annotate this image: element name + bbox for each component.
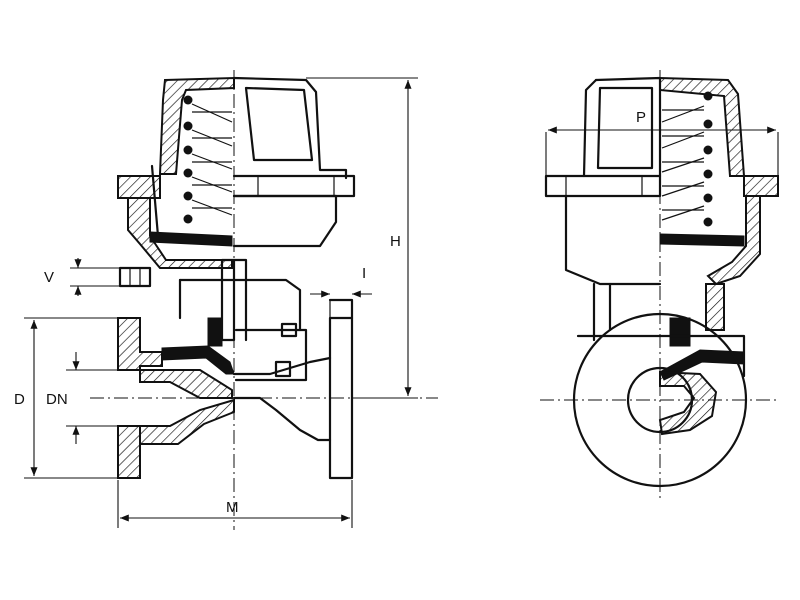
compressor-right	[234, 328, 308, 382]
dim-label-h: H	[390, 233, 401, 250]
body-upper-wall	[139, 369, 233, 399]
dim-label-d: D	[14, 391, 25, 408]
side-neck-section	[705, 283, 725, 331]
side-body-section	[658, 370, 718, 436]
compressor-block	[207, 317, 223, 347]
body-lower-wall	[139, 398, 235, 445]
bonnet-cover-outline	[232, 76, 348, 180]
diaphragm	[149, 231, 233, 247]
spindle	[220, 258, 236, 342]
inlet-flange-top	[117, 317, 163, 371]
outlet-flange	[328, 316, 354, 480]
side-bonnet-flange-right	[743, 175, 779, 197]
side-compressor-block	[669, 317, 691, 347]
tie-rod	[150, 164, 160, 238]
spring-plate-housing	[244, 86, 314, 162]
dim-label-i: I	[362, 265, 366, 282]
diaphragm-housing-outline	[232, 194, 338, 248]
side-section-view: P	[540, 70, 780, 500]
bonnet-flange-right	[232, 174, 356, 198]
vent-plug	[118, 266, 152, 288]
body-outlet-lower	[232, 396, 332, 442]
dim-label-p: P	[636, 109, 646, 126]
side-body-flange-circle	[572, 312, 748, 488]
side-bonnet-flange-left	[544, 174, 662, 198]
inlet-flange-bottom	[117, 425, 141, 479]
front-section-view: V D DN M I H	[14, 70, 438, 530]
neck-body	[178, 278, 302, 332]
dim-label-m: M	[226, 499, 239, 516]
diaphragm-housing-section	[127, 197, 233, 269]
side-bonnet-section	[659, 76, 746, 177]
dim-label-v: V	[44, 269, 54, 286]
dim-label-dn: DN	[46, 391, 68, 408]
spring-coils	[183, 95, 233, 224]
valve-seat-diaphragm	[161, 345, 235, 375]
bonnet-flange-left	[117, 175, 161, 199]
bonnet-cover-section	[158, 76, 235, 175]
side-spring-coils	[661, 91, 713, 227]
side-bonnet-outline	[594, 76, 662, 178]
side-diaphragm-housing	[564, 194, 662, 286]
side-diaphragm	[659, 233, 745, 247]
side-neck	[592, 282, 612, 342]
